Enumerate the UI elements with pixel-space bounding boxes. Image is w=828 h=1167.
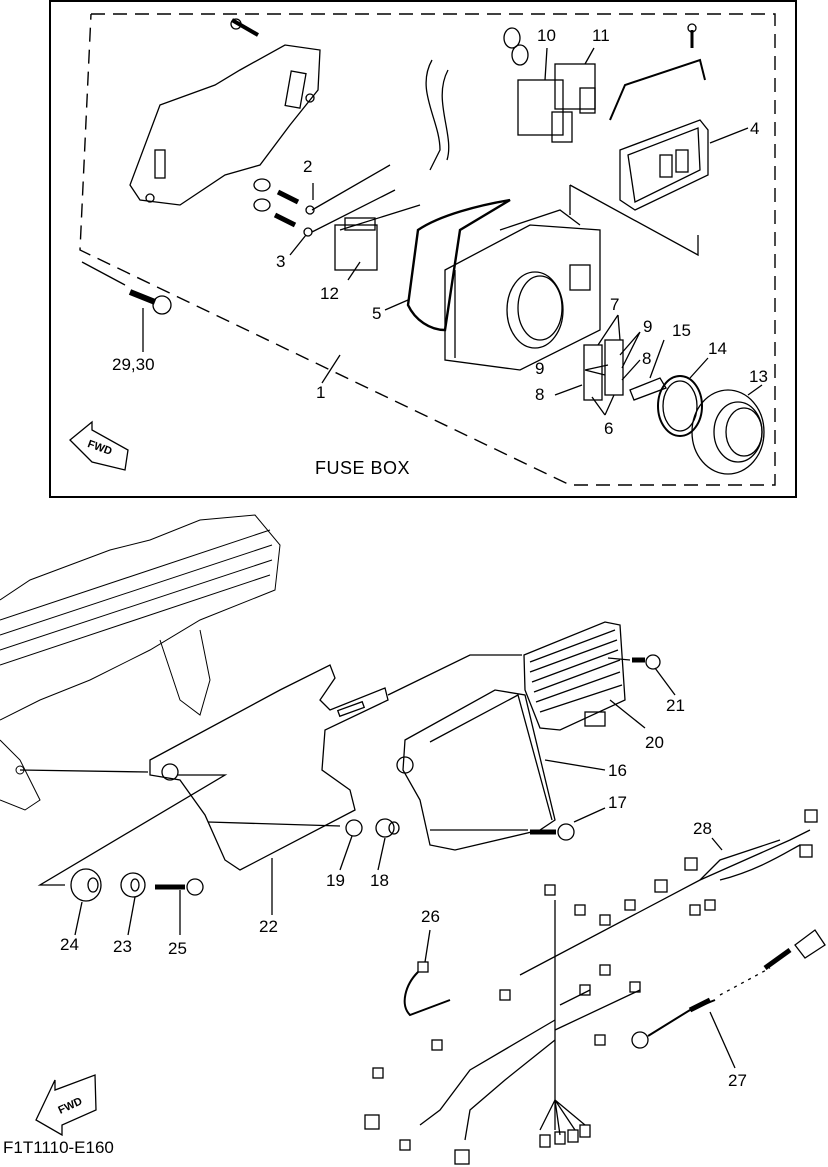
leader-5 (384, 299, 409, 311)
assembly-dashed-outline (79, 13, 776, 486)
gasket-5 (406, 198, 511, 332)
callout-14: 14 (708, 339, 727, 358)
leader-21 (654, 667, 676, 696)
leader-13 (747, 384, 763, 396)
part-12-connector (334, 217, 378, 271)
small-fasteners (253, 178, 315, 237)
leader-8-left (554, 384, 583, 396)
grommet-18 (375, 818, 400, 838)
part-26 (403, 961, 451, 1017)
callout-8-left: 8 (535, 385, 545, 404)
fuse-block (583, 339, 624, 401)
callout-21: 21 (666, 696, 685, 715)
callout-3: 3 (276, 252, 286, 271)
leader-8-right (621, 359, 641, 381)
fuse-box-cover-4 (609, 23, 709, 211)
cables (311, 27, 529, 233)
bolt-21 (632, 654, 661, 670)
callout-29-30: 29,30 (112, 355, 155, 374)
callout-11: 11 (592, 26, 610, 45)
fuse-box-body (444, 209, 601, 371)
leader-3 (289, 234, 307, 256)
callout-15: 15 (672, 321, 691, 340)
drawing-code: F1T1110-E160 (3, 1138, 114, 1157)
leader-19-axis (207, 821, 341, 827)
callout-9-left: 9 (535, 359, 545, 378)
leader-19 (339, 835, 353, 871)
o-ring-14 (657, 375, 703, 437)
callout-25: 25 (168, 939, 187, 958)
callout-23: 23 (113, 937, 132, 956)
leader-28 (711, 837, 723, 851)
bracket-guide-line (37, 774, 228, 886)
fuse-box-title: FUSE BOX (315, 458, 411, 478)
fuse-box-frame (49, 0, 797, 498)
leader-6 (591, 394, 615, 416)
part-15 (629, 377, 667, 401)
callout-20: 20 (645, 733, 664, 752)
leader-15 (649, 339, 665, 379)
callout-4: 4 (750, 119, 760, 138)
engine-to-bracket-line (19, 769, 149, 773)
leader-18 (377, 837, 386, 871)
collar-19 (345, 819, 363, 837)
callout-26: 26 (421, 907, 440, 926)
leader-4 (709, 127, 749, 144)
callout-28: 28 (693, 819, 712, 838)
leader-bolt-29-30 (81, 261, 126, 286)
callout-27: 27 (728, 1071, 747, 1090)
grommet-24 (70, 868, 102, 902)
callout-1: 1 (316, 383, 326, 402)
bracket-22 (149, 664, 389, 871)
rectifier-bolt-guide (607, 657, 631, 661)
leader-7 (597, 314, 621, 346)
relay-11 (554, 63, 596, 114)
rectifier-guide-line (387, 654, 522, 696)
callout-16: 16 (608, 761, 627, 780)
leader-26 (424, 929, 431, 963)
callout-19: 19 (326, 871, 345, 890)
leader-23 (127, 896, 136, 936)
callout-13: 13 (749, 367, 768, 386)
bolt-17 (530, 823, 575, 841)
cap-13 (691, 389, 765, 475)
bolt-29-30 (128, 289, 172, 315)
leader-24 (74, 901, 83, 936)
leader-10 (544, 47, 548, 81)
callout-9-right: 9 (643, 317, 653, 336)
leader-14 (689, 357, 709, 379)
engine-cover (0, 514, 281, 811)
leader-12 (347, 261, 361, 281)
leader-9-left (584, 364, 609, 376)
callout-12: 12 (320, 284, 339, 303)
ground-cable-27 (631, 929, 826, 1049)
rectifier-20 (523, 621, 626, 731)
leader-1 (321, 354, 341, 384)
leader-17 (573, 807, 606, 823)
leader-9-right (619, 331, 641, 369)
collar-23 (120, 872, 146, 898)
callout-2: 2 (303, 157, 313, 176)
callout-8-right: 8 (642, 349, 652, 368)
callout-5: 5 (372, 304, 382, 323)
callout-18: 18 (370, 871, 389, 890)
leader-16 (544, 759, 606, 771)
callout-22: 22 (259, 917, 278, 936)
cdi-unit-16 (396, 689, 556, 851)
callout-6: 6 (604, 419, 614, 438)
callout-24: 24 (60, 935, 79, 954)
bolt-25 (155, 878, 204, 896)
callout-10: 10 (537, 26, 556, 45)
leader-11 (584, 47, 595, 65)
relay-10 (517, 79, 573, 143)
callout-7: 7 (610, 295, 620, 314)
leader-20 (609, 699, 646, 729)
wire-harness-28 (364, 809, 818, 1165)
leader-27 (709, 1011, 736, 1069)
fuse-box-bracket (129, 18, 321, 206)
cover-guide-line (569, 184, 699, 257)
fwd-arrow-top (69, 420, 129, 471)
fwd-arrow-bottom (35, 1074, 97, 1137)
callout-17: 17 (608, 793, 627, 812)
